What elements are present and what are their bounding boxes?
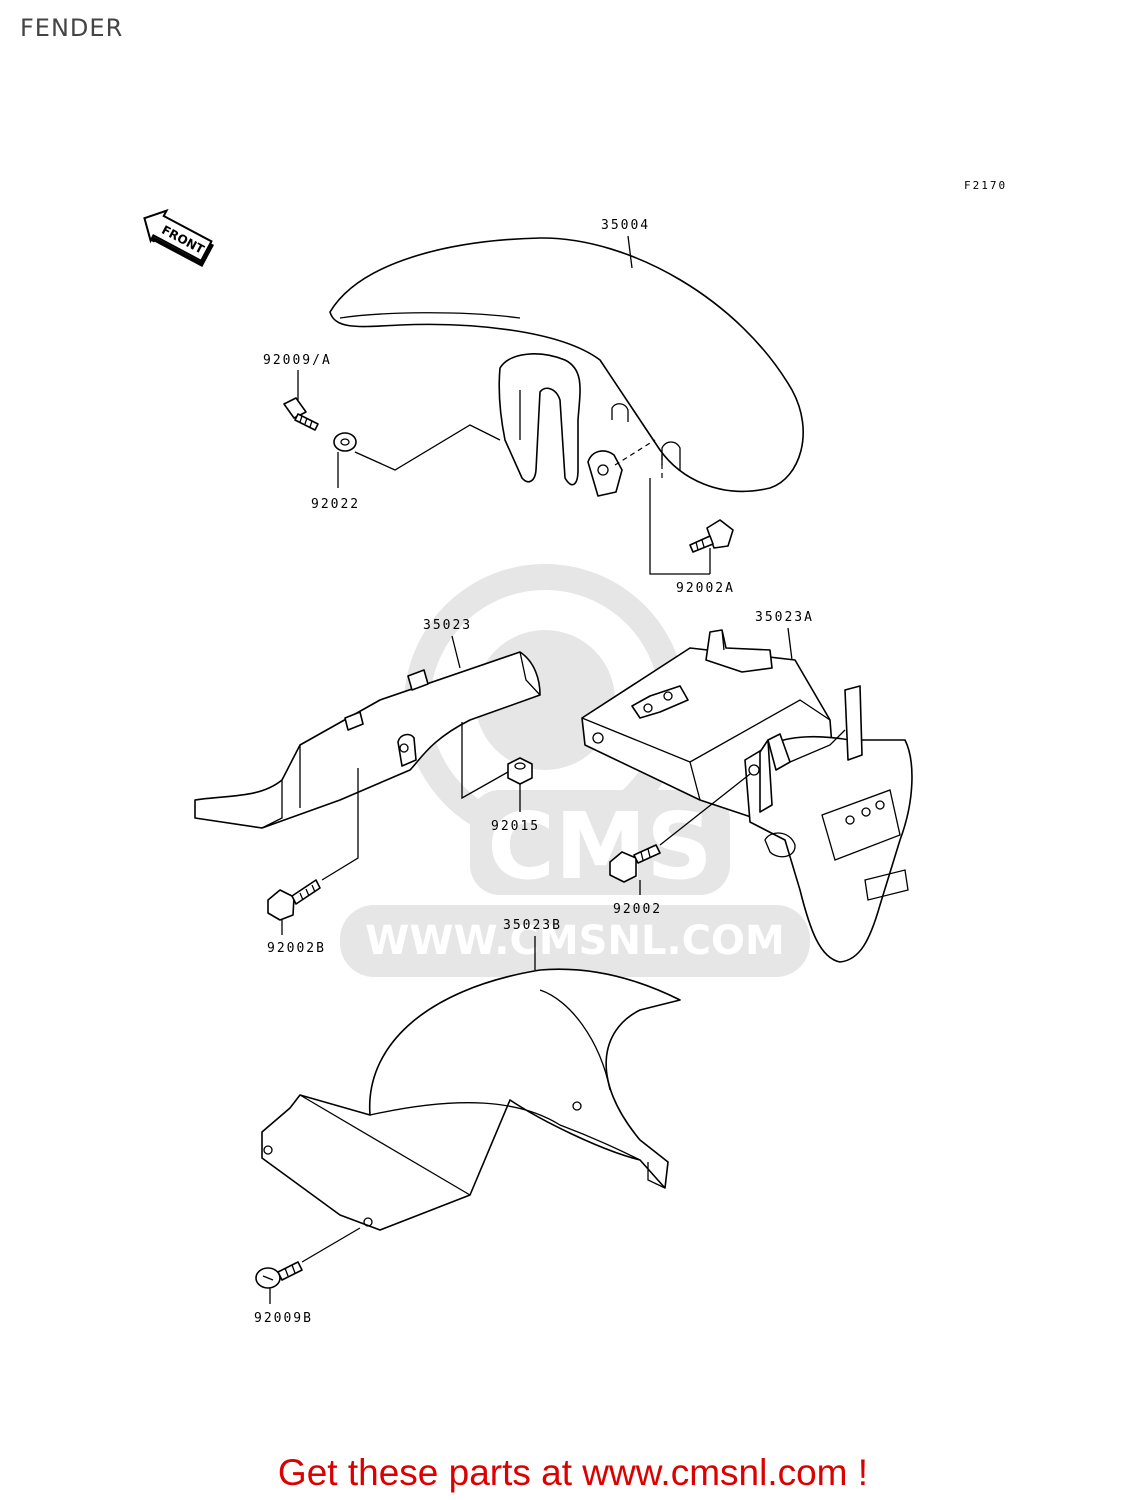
bolt-92009a[interactable] <box>283 397 319 431</box>
label-35023a: 35023A <box>755 610 814 625</box>
collar-92015[interactable] <box>507 757 533 785</box>
leader-35004 <box>627 235 633 269</box>
bolt-92002[interactable] <box>609 844 661 883</box>
leader-92015-to-fender <box>461 722 509 800</box>
leader-35023a <box>787 627 793 661</box>
label-35023b: 35023B <box>503 918 562 933</box>
promo-link-text[interactable]: Get these parts at www.cmsnl.com ! <box>277 1452 869 1493</box>
leader-35023 <box>451 635 461 669</box>
leader-92002a-to-fender <box>649 478 710 575</box>
label-35004: 35004 <box>601 218 650 233</box>
leader-92002b-to-fender <box>321 768 359 881</box>
watermark: CMS WWW.CMSNL.COM <box>340 564 810 977</box>
front-arrow-shadow <box>150 236 215 268</box>
label-92022: 92022 <box>311 497 360 512</box>
bolt-92002a[interactable] <box>689 519 734 553</box>
label-35023: 35023 <box>423 618 472 633</box>
leader-92009b-to-flap <box>301 1227 361 1263</box>
front-direction-arrow: FRONT <box>143 208 215 268</box>
label-92009a: 92009/A <box>263 353 332 368</box>
figure-code: F2170 <box>964 179 1007 192</box>
label-92002a: 92002A <box>676 581 735 596</box>
label-92002b: 92002B <box>267 941 326 956</box>
rear-fender-rear-35023a[interactable] <box>581 629 913 963</box>
leader-92022-to-fender <box>354 424 501 471</box>
watermark-brand-plate <box>470 790 730 895</box>
label-92015: 92015 <box>491 819 540 834</box>
washer-92022[interactable] <box>333 432 357 452</box>
rear-fender-front-35023[interactable] <box>194 651 541 829</box>
page-title: FENDER <box>20 14 124 42</box>
rear-flap-35023b[interactable] <box>261 968 681 1231</box>
label-92002: 92002 <box>613 902 662 917</box>
bolt-92009b[interactable] <box>255 1261 303 1289</box>
label-92009b: 92009B <box>254 1311 313 1326</box>
leader-92002-to-fender <box>659 773 751 846</box>
watermark-url-plate <box>340 905 810 977</box>
watermark-brand-text: CMS <box>487 793 712 900</box>
watermark-url-text: WWW.CMSNL.COM <box>365 918 785 964</box>
bolt-92002b[interactable] <box>267 879 321 921</box>
front-fender-35004[interactable] <box>329 237 804 497</box>
